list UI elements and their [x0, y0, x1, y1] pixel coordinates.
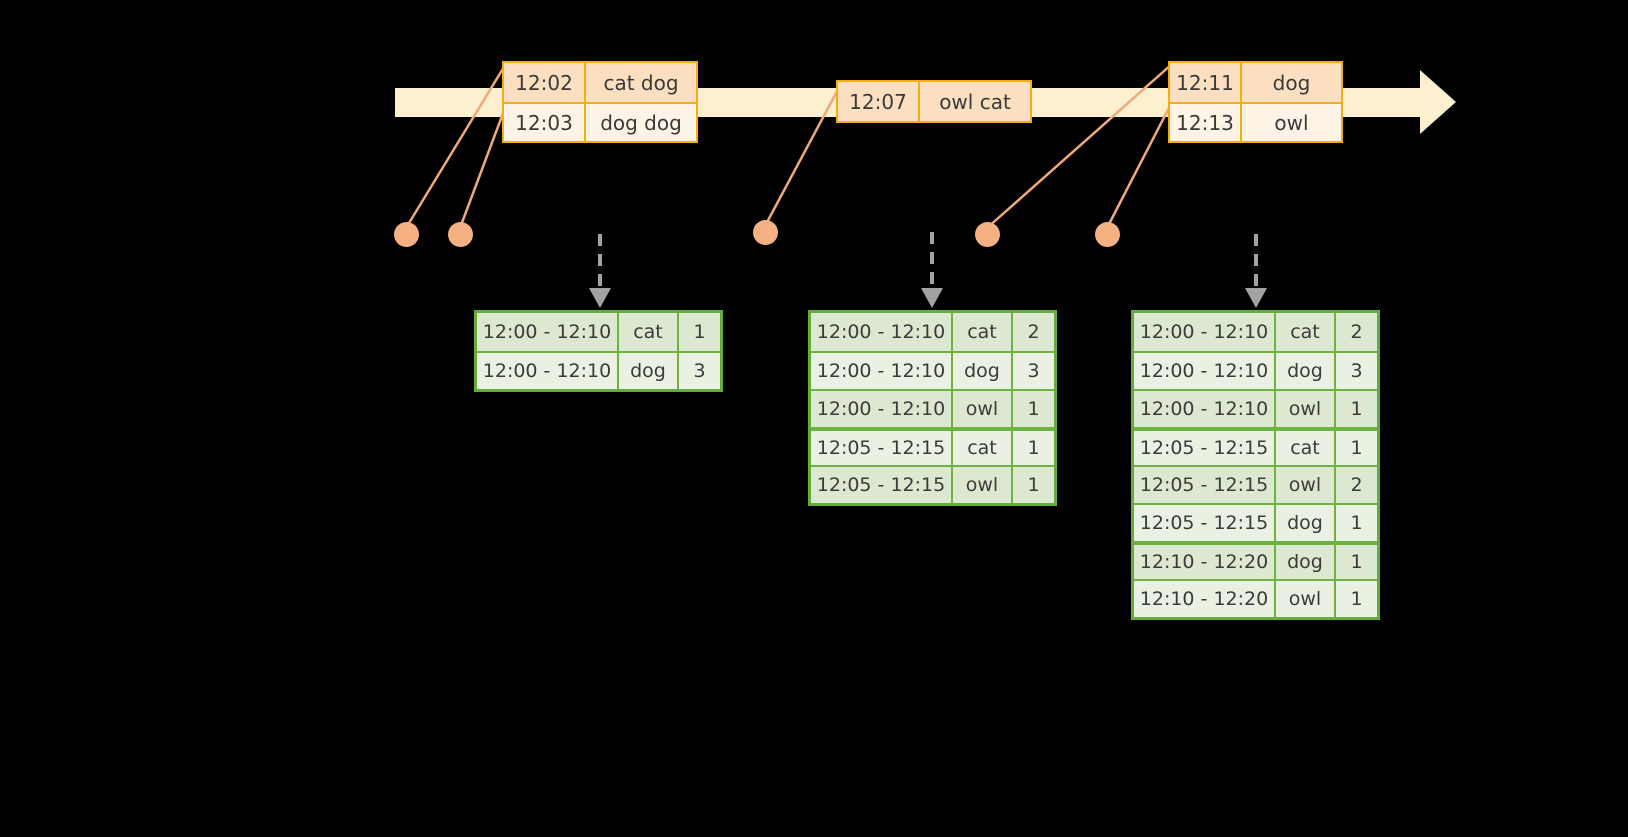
count-cell: 1 [1336, 431, 1377, 465]
count-cell: 1 [1013, 391, 1054, 427]
count-cell: 1 [1336, 545, 1377, 579]
source-dot-1207 [753, 220, 778, 245]
key-cell: dog [619, 353, 679, 389]
window-cell: 12:05 - 12:15 [811, 467, 953, 503]
window-cell: 12:10 - 12:20 [1134, 545, 1276, 579]
key-cell: dog [1276, 545, 1336, 579]
event-box-1202-1203: 12:02 cat dog 12:03 dog dog [502, 61, 698, 143]
window-cell: 12:10 - 12:20 [1134, 581, 1276, 617]
source-dot-1202 [394, 222, 419, 247]
key-cell: cat [953, 313, 1013, 351]
event-row: 12:13 owl [1170, 102, 1341, 141]
event-box-1211-1213: 12:11 dog 12:13 owl [1168, 61, 1343, 143]
key-cell: owl [1276, 467, 1336, 503]
connector-1202 [404, 61, 509, 229]
dashed-arrow-2 [921, 232, 943, 308]
count-cell: 1 [1336, 505, 1377, 541]
key-cell: cat [619, 313, 679, 351]
event-value: cat dog [586, 63, 696, 102]
connector-1203 [458, 99, 510, 229]
window-cell: 12:00 - 12:10 [1134, 353, 1276, 389]
count-cell: 1 [1336, 391, 1377, 427]
window-cell: 12:00 - 12:10 [811, 391, 953, 427]
window-cell: 12:05 - 12:15 [811, 431, 953, 465]
key-cell: owl [1276, 391, 1336, 427]
dashed-arrow-1 [589, 234, 611, 308]
key-cell: cat [1276, 431, 1336, 465]
window-cell: 12:00 - 12:10 [1134, 313, 1276, 351]
source-dot-1203 [448, 222, 473, 247]
key-cell: dog [1276, 353, 1336, 389]
event-value: owl [1242, 104, 1341, 141]
count-cell: 2 [1336, 313, 1377, 351]
key-cell: dog [1276, 505, 1336, 541]
window-cell: 12:00 - 12:10 [811, 313, 953, 351]
timeline-arrowhead-icon [1420, 70, 1456, 134]
event-row: 12:02 cat dog [504, 63, 696, 102]
count-cell: 1 [679, 313, 720, 351]
window-cell: 12:05 - 12:15 [1134, 505, 1276, 541]
source-dot-1211 [975, 222, 1000, 247]
event-box-1207: 12:07 owl cat [836, 80, 1032, 123]
count-cell: 3 [679, 353, 720, 389]
event-time: 12:11 [1170, 63, 1242, 102]
key-cell: owl [953, 391, 1013, 427]
event-time: 12:03 [504, 104, 586, 141]
window-cell: 12:00 - 12:10 [811, 353, 953, 389]
count-cell: 1 [1013, 467, 1054, 503]
window-cell: 12:05 - 12:15 [1134, 431, 1276, 465]
count-cell: 1 [1013, 431, 1054, 465]
dashed-arrow-3 [1245, 234, 1267, 308]
event-value: owl cat [920, 82, 1030, 121]
connector-1213 [1105, 101, 1174, 229]
event-time: 12:02 [504, 63, 586, 102]
event-value: dog dog [586, 104, 696, 141]
count-cell: 2 [1013, 313, 1054, 351]
key-cell: dog [953, 353, 1013, 389]
event-value: dog [1242, 63, 1341, 102]
window-cell: 12:00 - 12:10 [477, 353, 619, 389]
key-cell: owl [1276, 581, 1336, 617]
event-row: 12:11 dog [1170, 63, 1341, 102]
window-cell: 12:00 - 12:10 [477, 313, 619, 351]
event-row: 12:07 owl cat [838, 82, 1030, 121]
key-cell: cat [1276, 313, 1336, 351]
window-cell: 12:00 - 12:10 [1134, 391, 1276, 427]
count-cell: 3 [1013, 353, 1054, 389]
key-cell: cat [953, 431, 1013, 465]
count-cell: 2 [1336, 467, 1377, 503]
count-cell: 1 [1336, 581, 1377, 617]
key-cell: owl [953, 467, 1013, 503]
event-row: 12:03 dog dog [504, 102, 696, 141]
window-cell: 12:05 - 12:15 [1134, 467, 1276, 503]
source-dot-1213 [1095, 222, 1120, 247]
event-time: 12:13 [1170, 104, 1242, 141]
count-cell: 3 [1336, 353, 1377, 389]
event-time: 12:07 [838, 82, 920, 121]
